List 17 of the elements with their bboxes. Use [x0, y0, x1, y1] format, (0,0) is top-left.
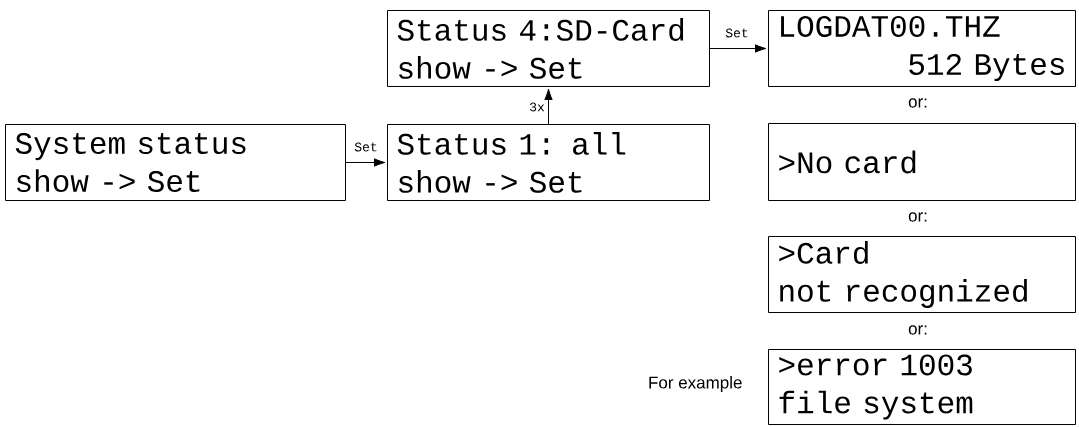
arrow	[544, 88, 553, 125]
lcd-display: System status show -> Set	[5, 124, 346, 201]
or-label: or:	[908, 325, 927, 335]
arrow	[709, 44, 767, 53]
or-label: or:	[908, 98, 927, 108]
lcd-display: LOGDAT00.THZ 512 Bytes	[768, 10, 1076, 87]
edge-label: 3x	[528, 101, 546, 113]
edge-label: Set	[353, 141, 379, 153]
lcd-display: Status 1: all show -> Set	[387, 124, 710, 201]
side-note: For example	[649, 376, 742, 392]
arrow	[345, 158, 386, 167]
lcd-display: >error 1003 file system	[768, 349, 1076, 425]
lcd-display: >No card	[768, 123, 1076, 201]
lcd-display: >Card not recognized	[768, 236, 1076, 313]
edge-label: Set	[724, 27, 750, 39]
or-label: or:	[908, 212, 927, 222]
lcd-display: Status 4:SD-Card show -> Set	[387, 10, 710, 87]
